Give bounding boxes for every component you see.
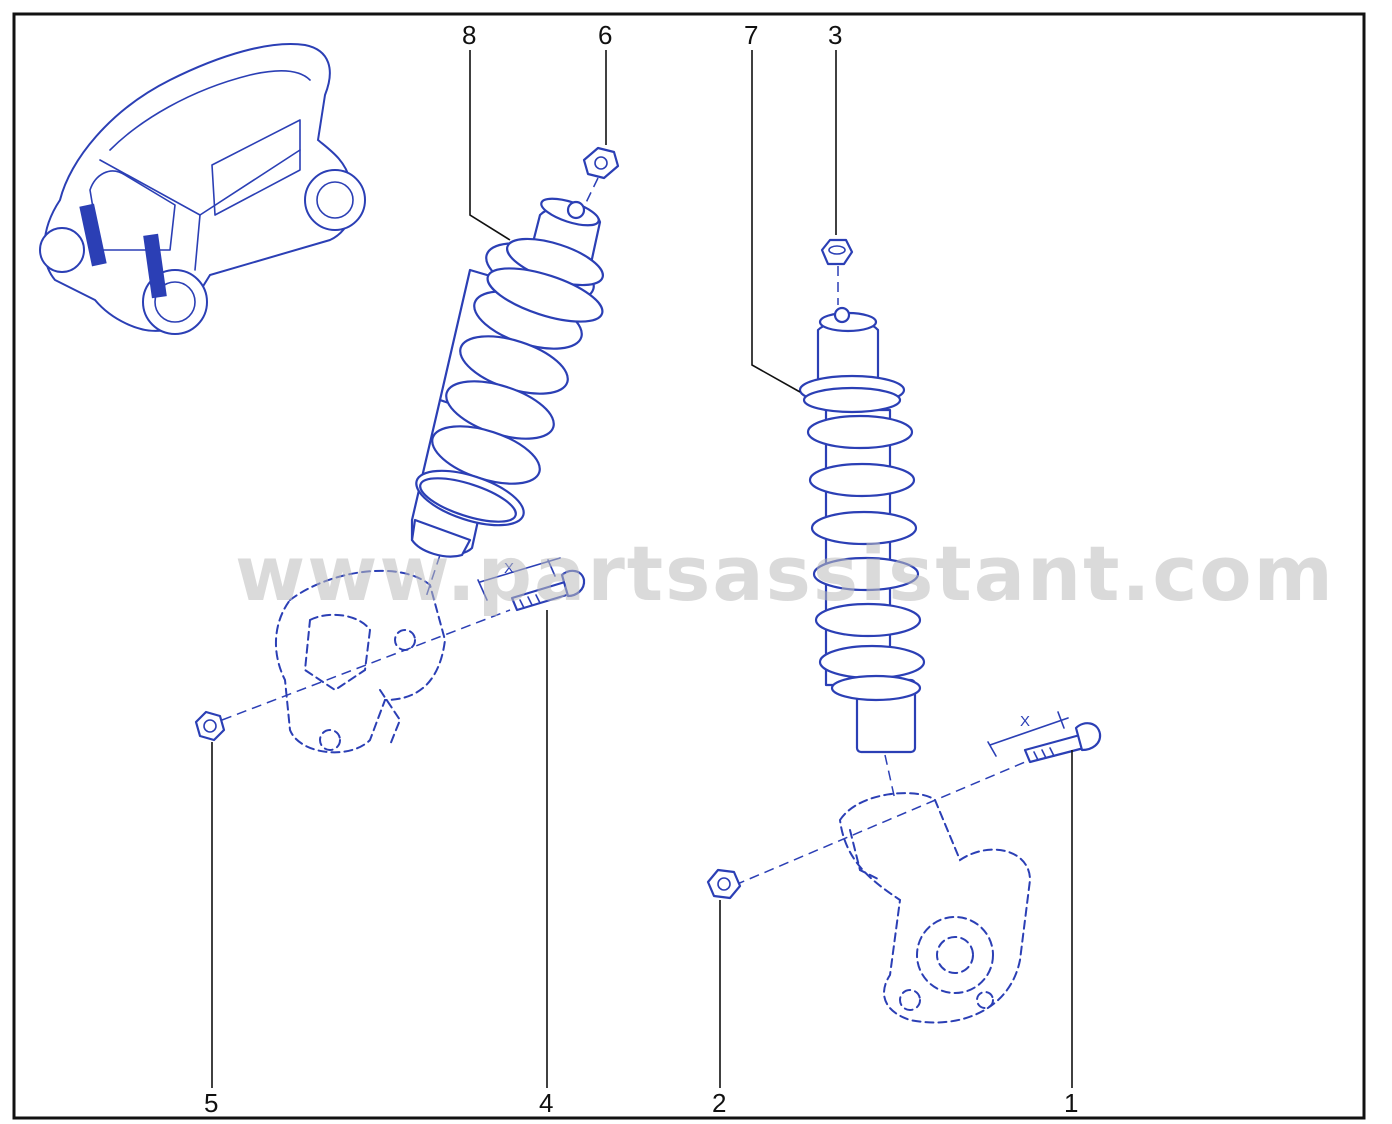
vehicle-thumbnail xyxy=(39,43,366,335)
highlight-strut-left xyxy=(79,203,107,267)
left-bolt: X xyxy=(477,557,586,612)
callout-4: 4 xyxy=(539,1088,553,1118)
left-steering-knuckle xyxy=(274,554,447,754)
callout-8: 8 xyxy=(462,20,476,50)
callout-3: 3 xyxy=(828,20,842,50)
leader-lines xyxy=(211,50,1073,1088)
highlight-strut-right xyxy=(143,233,167,299)
right-bottom-nut xyxy=(706,868,742,900)
right-steering-knuckle xyxy=(838,754,1032,1024)
right-coil-spring xyxy=(806,414,926,680)
diagram-frame xyxy=(12,12,1366,1120)
left-bolt-dimension: X xyxy=(504,560,514,577)
callout-7: 7 xyxy=(744,20,758,50)
right-bolt-dimension: X xyxy=(1020,713,1030,730)
left-strut-assembly xyxy=(410,146,620,558)
callout-2: 2 xyxy=(712,1088,726,1118)
right-strut-assembly xyxy=(798,238,926,754)
watermark: www.partsassistant.com xyxy=(235,529,1335,618)
left-bottom-nut xyxy=(194,710,226,742)
right-top-nut xyxy=(820,238,854,266)
callout-5: 5 xyxy=(204,1088,218,1118)
callout-1: 1 xyxy=(1064,1088,1078,1118)
left-top-nut xyxy=(582,146,620,180)
right-bolt: X xyxy=(987,711,1102,764)
callout-6: 6 xyxy=(598,20,612,50)
